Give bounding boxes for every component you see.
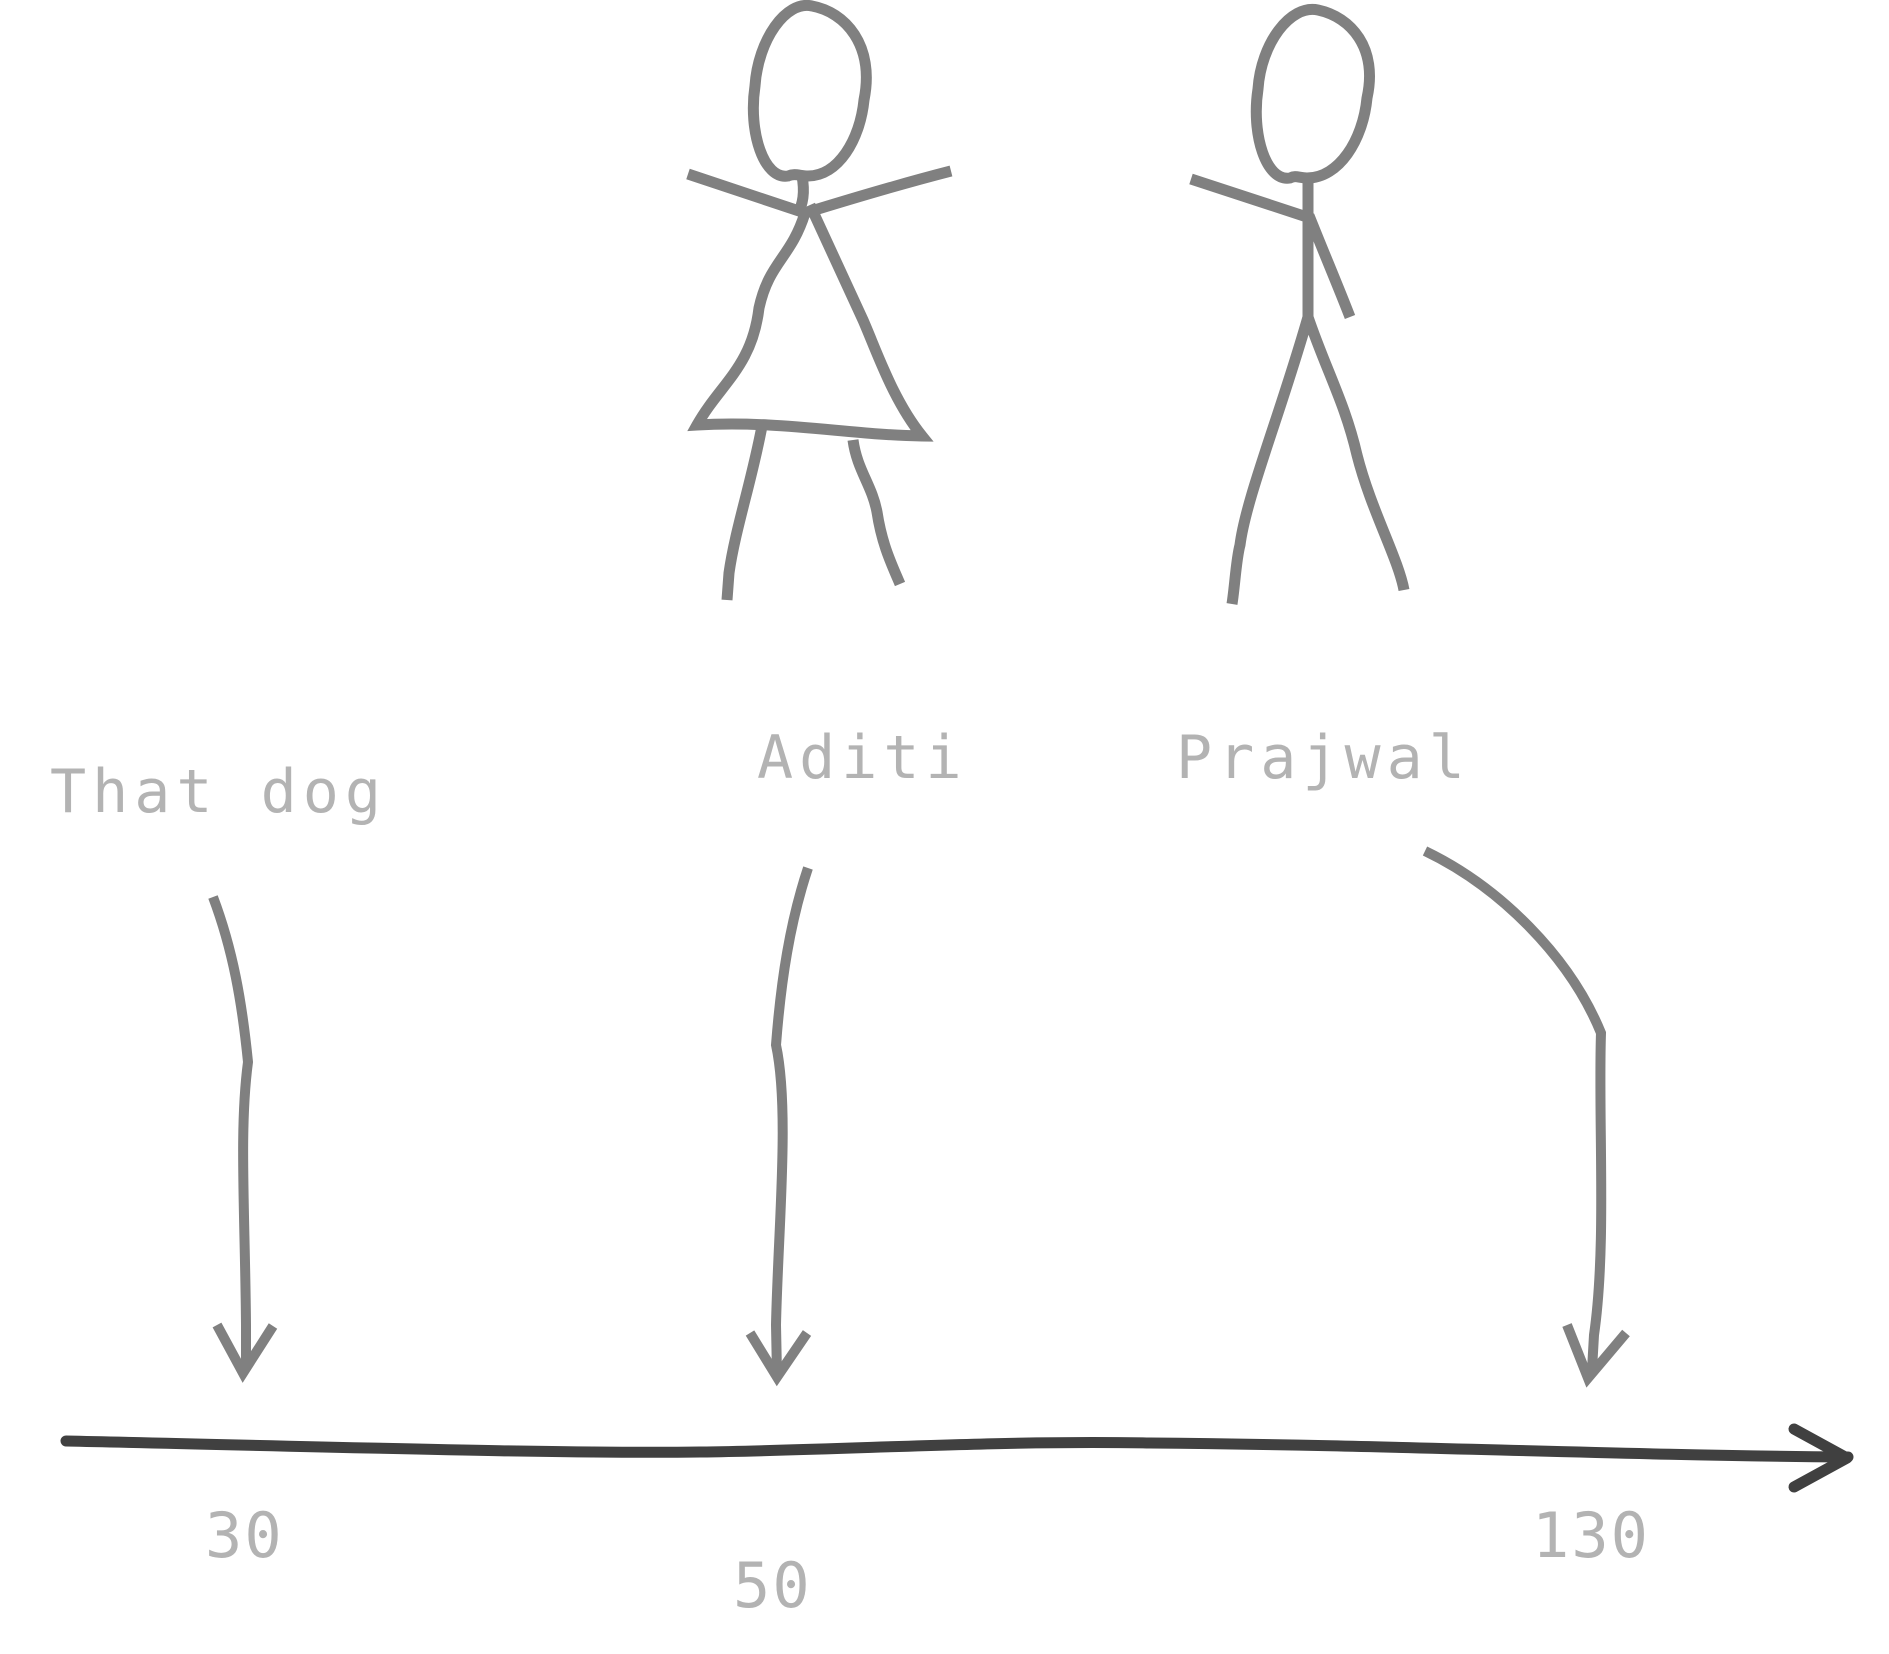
number-line-axis [60, 1423, 1854, 1493]
prajwal-right-leg [1302, 315, 1410, 592]
axis-arrowhead [1788, 1423, 1853, 1493]
dog-arrowhead [212, 1322, 278, 1383]
aditi-head [747, 0, 872, 182]
prajwal-head [1250, 3, 1375, 184]
dog-pointer-arrow [208, 895, 278, 1383]
aditi-right-leg [847, 439, 906, 587]
prajwal-figure [1189, 3, 1410, 605]
aditi-dress [687, 202, 934, 442]
prajwal-left-leg [1226, 315, 1314, 605]
prajwal-arms [1189, 173, 1356, 319]
dog-value: 30 [205, 1499, 284, 1572]
prajwal-pointer-arrow [1422, 846, 1630, 1388]
aditi-left-leg [721, 424, 768, 601]
dog-label: That dog [50, 757, 387, 827]
prajwal-arrowhead [1562, 1323, 1630, 1388]
prajwal-label: Prajwal [1176, 723, 1471, 793]
aditi-label: Aditi [757, 723, 968, 793]
aditi-pointer-arrow [745, 866, 813, 1387]
aditi-arrowhead [745, 1330, 812, 1387]
axis-line [60, 1435, 1854, 1463]
prajwal-value: 130 [1532, 1499, 1650, 1572]
aditi-figure [686, 0, 953, 601]
aditi-value: 50 [733, 1549, 812, 1622]
